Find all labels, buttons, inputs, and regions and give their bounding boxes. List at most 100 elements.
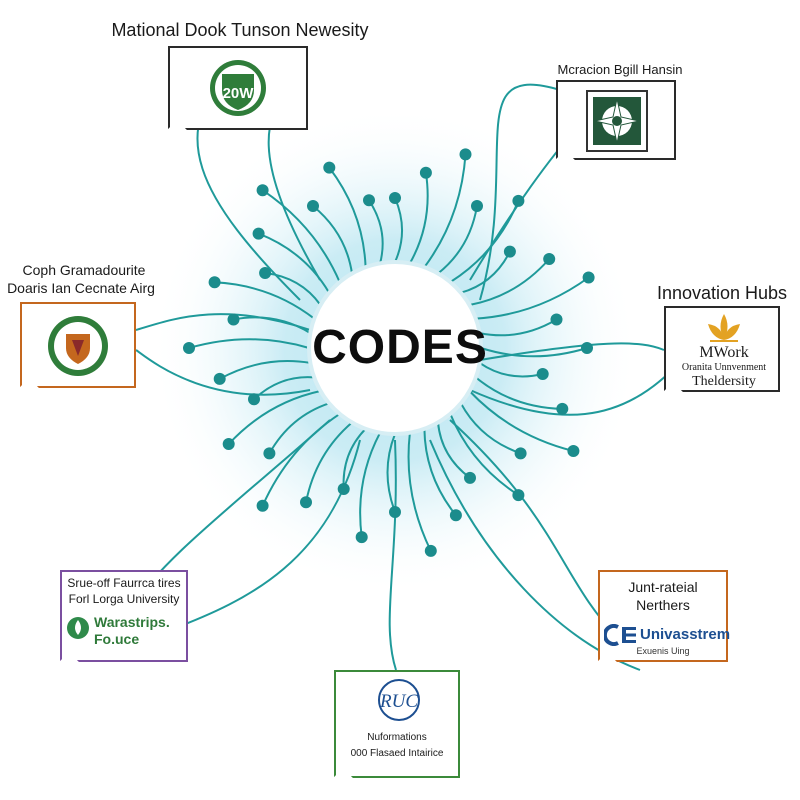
lotus-logo-icon: [708, 314, 740, 342]
node-1-card[interactable]: 20W: [168, 46, 308, 130]
connector-dot: [512, 489, 525, 502]
connector-dot: [256, 499, 269, 512]
connector-dot: [471, 200, 483, 212]
connector-line: [469, 258, 550, 306]
node-4-caption: Exuenis Uing: [636, 646, 690, 656]
connector-strand: [388, 439, 397, 671]
node-3-caption-1: Oranita Unnvenment: [681, 362, 767, 373]
connector-dots: [183, 148, 595, 557]
connector-line: [342, 428, 367, 490]
connector-dot: [248, 393, 260, 406]
connector-line: [305, 421, 353, 503]
connector-line: [423, 428, 457, 516]
connector-dot: [222, 438, 235, 450]
connector-line: [312, 205, 353, 274]
connector-line: [394, 197, 403, 263]
hub-circle: [307, 260, 483, 436]
node-6-title-line-2: Forl Lorga University: [68, 592, 180, 606]
node-1-title: Mational Dook Tunson Newesity: [111, 20, 369, 40]
connector-line: [423, 154, 467, 268]
node-2-card[interactable]: [556, 80, 676, 160]
node-5-caption-2: 000 Flasaed Intairice: [350, 748, 444, 759]
node-5-logo-text: RUC: [379, 691, 418, 712]
connector-line: [227, 390, 321, 445]
node-3-caption-2: Theldersity: [692, 374, 756, 389]
node-3-logo-text: MWork: [699, 344, 749, 361]
connector-dot: [556, 402, 569, 415]
ruc-monogram-icon: RUC: [378, 679, 420, 721]
compass-seal-icon: [586, 90, 648, 152]
connector-strand: [135, 313, 311, 331]
node-5-card[interactable]: RUC Nuformations 000 Flasaed Intairice: [334, 670, 460, 778]
connector-line: [258, 232, 330, 294]
shield-logo-icon: 20W: [210, 60, 266, 116]
connector-dot: [514, 447, 527, 460]
connector-dot: [307, 200, 319, 212]
connector-dot: [208, 276, 221, 289]
node-6-card[interactable]: Srue-off Faurrca tires Forl Lorga Univer…: [60, 570, 188, 662]
connector-strand: [469, 371, 671, 416]
connector-dot: [424, 544, 437, 557]
connector-dot: [263, 447, 276, 460]
node-4-card[interactable]: Junt-rateial Nerthers Univasstrem Exueni…: [598, 570, 730, 662]
connector-line: [479, 318, 558, 337]
connector-dot: [259, 267, 272, 279]
connector-dot: [512, 194, 525, 207]
connector-line: [409, 172, 429, 264]
node-4-title: Junt-rateial Nerthers: [628, 579, 698, 613]
connector-line: [475, 276, 590, 320]
connector-lines: [129, 59, 671, 671]
connector-dot: [227, 313, 240, 326]
connector-line: [368, 199, 384, 264]
connector-dot: [419, 166, 432, 179]
node-5-caption-1: Nuformations: [367, 732, 427, 743]
connector-line: [437, 205, 478, 275]
connector-dot: [213, 372, 226, 385]
connector-dot: [256, 184, 269, 197]
connector-line: [219, 360, 311, 380]
connector-line: [460, 402, 521, 455]
connector-strand: [135, 349, 311, 396]
connector-dot: [581, 342, 593, 354]
leaf-drop-icon: [67, 617, 89, 639]
connector-dot: [449, 509, 462, 522]
connector-dot: [363, 194, 375, 207]
connector-line: [328, 166, 367, 268]
connector-line: [264, 272, 322, 306]
node-7-card[interactable]: [20, 302, 136, 388]
che-logo-icon: [604, 624, 636, 646]
connector-line: [468, 390, 574, 452]
connector-dot: [464, 471, 476, 484]
connector-strand: [479, 342, 665, 361]
connector-line: [359, 432, 381, 538]
connector-dot: [252, 227, 265, 240]
node-6-title-line-1: Srue-off Faurrca tires: [67, 576, 181, 590]
connector-dot: [300, 496, 312, 509]
connector-line: [460, 251, 511, 294]
hub-label: CODES: [312, 321, 488, 374]
connector-line: [262, 189, 341, 283]
connector-dot: [389, 192, 401, 204]
connector-line: [479, 362, 543, 378]
connector-dot: [337, 483, 350, 495]
connector-line: [188, 338, 310, 349]
connector-line: [407, 432, 432, 552]
connector-line: [475, 376, 563, 410]
node-1-logo-text: 20W: [223, 85, 255, 102]
node-7-title-line-1: Coph Gramadourite: [22, 262, 146, 278]
connector-line: [480, 347, 588, 358]
node-3-title: Innovation Hubs: [656, 283, 788, 303]
connector-dot: [543, 253, 556, 265]
node-3-card[interactable]: MWork Oranita Unnvenment Theldersity: [664, 306, 780, 392]
connector-dot: [459, 148, 472, 161]
connector-dot: [389, 506, 401, 518]
connector-dot: [183, 342, 195, 354]
connector-dot: [582, 271, 595, 284]
node-7-title-line-2: Doaris Ian Cecnate Airg: [7, 280, 155, 296]
connector-dot: [323, 161, 336, 174]
connector-strand: [169, 439, 361, 631]
connector-line: [437, 422, 471, 479]
connector-line: [214, 281, 315, 320]
